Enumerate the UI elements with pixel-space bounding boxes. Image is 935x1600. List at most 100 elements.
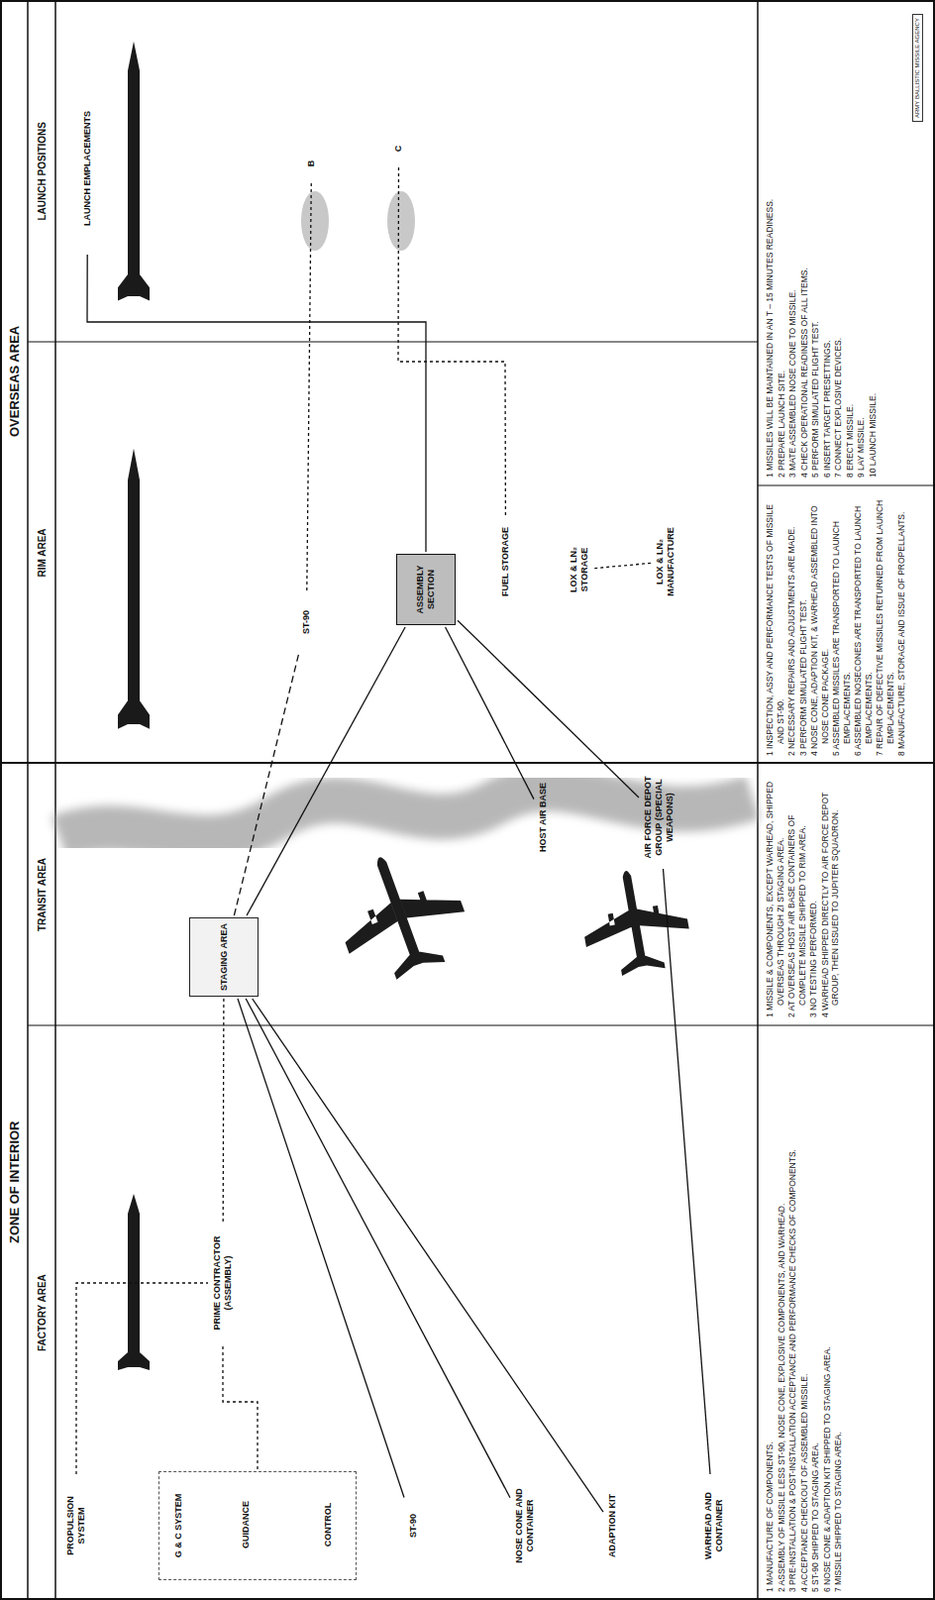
numbered-note: 9 LAY MISSILE.	[855, 180, 867, 478]
node-text: GUIDANCE	[240, 1482, 252, 1566]
numbered-note: 8 MANUFACTURE, STORAGE AND ISSUE OF PROP…	[896, 490, 908, 756]
missile-drawing	[117, 448, 150, 729]
node-text: HOST AIR BASE	[537, 775, 549, 859]
node-text: B	[306, 151, 317, 176]
flow-line	[246, 626, 406, 916]
numbered-note: 3 PRE-INSTALLATION & POST-INSTALLATION A…	[787, 1032, 799, 1592]
emplacement-letter: C	[391, 133, 407, 164]
numbered-note: 2 PREPARE LAUNCH SITE.	[776, 180, 788, 478]
component-label: ST-90	[406, 1475, 421, 1575]
emplacement-letter: B	[304, 148, 319, 179]
numbered-note: 2 AT OVERSEAS HOST AIR BASE CONTAINERS O…	[786, 769, 808, 1018]
facility-label: PRIME CONTRACTOR (ASSEMBLY)	[209, 1223, 236, 1343]
node-text: CONTROL	[322, 1482, 334, 1566]
missile-drawing	[117, 41, 150, 302]
numbered-note: 4 NOSE CONE, ADAPTION KIT, & WARHEAD ASS…	[809, 490, 831, 756]
component-label: NOSE CONE AND CONTAINER	[512, 1475, 538, 1575]
node-text: G & C SYSTEM	[173, 1474, 185, 1576]
facility-label: LOX & LN₂ STORAGE	[566, 524, 593, 615]
numbered-note: 5 ST-90 SHIPPED TO STAGING AREA.	[810, 1032, 822, 1592]
facility-label: LOX & LN₂ MANUFACTURE	[652, 512, 679, 612]
numbered-note: 1 MISSILES WILL BE MAINTAINED IN AN T – …	[764, 180, 776, 478]
note-column: 1 MISSILES WILL BE MAINTAINED IN AN T – …	[764, 180, 879, 478]
numbered-note: 6 NOSE CONE & ADAPTION KIT SHIPPED TO ST…	[822, 1032, 833, 1592]
area-heading: RIM AREA	[36, 527, 48, 577]
facility-label: LAUNCH EMPLACEMENTS	[80, 84, 96, 253]
facility-label: ST-90	[299, 592, 314, 652]
numbered-note: 7 CONNECT EXPLOSIVE DEVICES.	[832, 180, 844, 478]
node-text: ST-90	[408, 1478, 419, 1572]
component-label: ADAPTION KIT	[605, 1475, 621, 1575]
node-text: WARHEAD AND CONTAINER	[703, 1478, 726, 1572]
node-text: ADAPTION KIT	[607, 1478, 619, 1572]
numbered-note: 4 ACCEPTANCE CHECKOUT OF ASSEMBLED MISSI…	[799, 1032, 811, 1592]
flow-line	[252, 998, 604, 1512]
numbered-note: 10 LAUNCH MISSILE.	[867, 180, 879, 478]
component-label: GUIDANCE	[238, 1479, 254, 1569]
system-group-box: G & C SYSTEM GUIDANCE CONTROL	[158, 1470, 357, 1580]
area-heading: OVERSEAS AREA	[6, 325, 22, 437]
emplacement-site	[387, 191, 416, 251]
flow-line	[445, 626, 534, 800]
numbered-note: 6 ASSEMBLED NOSECONES ARE TRANSPORTED TO…	[852, 490, 874, 756]
flow-line	[76, 1282, 208, 1474]
numbered-note: 7 REPAIR OF DEFECTIVE MISSILES RETURNED …	[874, 490, 896, 756]
facility-label: AIR FORCE DEPOT GROUP (SPECIAL WEAPONS)	[640, 767, 678, 867]
node-text: PROPULSION SYSTEM	[65, 1478, 88, 1572]
numbered-note: 1 INSPECTION, ASSY AND PERFORMANCE TESTS…	[764, 490, 786, 756]
node-text: LAUNCH EMPLACEMENTS	[82, 87, 94, 250]
zone-divider	[0, 761, 935, 764]
numbered-note: 1 MISSILE & COMPONENTS, EXCEPT WARHEAD, …	[764, 769, 786, 1018]
flow-line	[594, 562, 651, 568]
flow-line	[237, 998, 405, 1498]
numbered-note: 5 PERFORM SIMULATED FLIGHT TEST.	[810, 180, 822, 478]
node-text: ST-90	[301, 595, 312, 649]
node-text: NOSE CONE AND CONTAINER	[514, 1478, 536, 1572]
grid-lines	[27, 0, 758, 1600]
facility-label: HOST AIR BASE	[535, 772, 551, 862]
numbered-note: 3 PERFORM SIMULATED FLIGHT TEST.	[798, 490, 810, 756]
numbered-note: 4 WARHEAD SHIPPED DIRECTLY TO AIR FORCE …	[820, 769, 841, 1018]
numbered-note: 3 NO TESTING PERFORMED.	[808, 769, 820, 1018]
node-text: FUEL STORAGE	[500, 519, 512, 604]
node-text: ASSEMBLY SECTION	[415, 557, 437, 622]
assembly-box: ASSEMBLY SECTION	[396, 553, 456, 625]
numbered-note: 4 CHECK OPERATIONAL READINESS OF ALL ITE…	[799, 180, 811, 478]
area-heading: TRANSIT AREA	[36, 857, 48, 932]
numbered-note: 1 MANUFACTURE OF COMPONENTS.	[764, 1032, 776, 1592]
flow-line	[663, 868, 712, 1474]
flow-line	[222, 1344, 258, 1469]
airplane-icon	[574, 861, 696, 981]
flow-line	[222, 998, 225, 1222]
node-text: AIR FORCE DEPOT GROUP (SPECIAL WEAPONS)	[642, 770, 676, 864]
flow-line	[398, 165, 506, 516]
node-text: LOX & LN₂ MANUFACTURE	[654, 515, 677, 609]
missile-drawing	[117, 1193, 150, 1370]
numbered-note: 8 ERECT MISSILE.	[844, 180, 856, 478]
node-text: STAGING AREA	[218, 921, 230, 993]
airplane-icon	[321, 835, 479, 992]
component-label: PROPULSION SYSTEM	[63, 1475, 90, 1575]
numbered-note: 3 MATE ASSEMBLED NOSE CONE TO MISSILE.	[787, 180, 799, 478]
area-heading: FACTORY AREA	[36, 1273, 48, 1351]
flow-line	[457, 620, 639, 798]
note-column: 1 INSPECTION, ASSY AND PERFORMANCE TESTS…	[764, 490, 909, 756]
emplacement-site	[301, 191, 329, 251]
numbered-note: 5 ASSEMBLED MISSILES ARE TRANSPORTED TO …	[831, 490, 852, 756]
flow-line	[307, 180, 312, 591]
numbered-note: 2 ASSEMBLY OF MISSILE LESS ST-90, NOSE C…	[776, 1032, 788, 1592]
flow-line	[233, 653, 299, 916]
numbered-note: 2 NECESSARY REPAIRS AND ADJUSTMENTS ARE …	[786, 490, 798, 756]
node-text: PRIME CONTRACTOR (ASSEMBLY)	[211, 1226, 234, 1340]
flow-line	[87, 254, 426, 552]
agency-stamp: ARMY BALLISTIC MISSILE AGENCY	[912, 13, 924, 122]
component-label: WARHEAD AND CONTAINER	[701, 1475, 728, 1575]
note-column: 1 MANUFACTURE OF COMPONENTS.2 ASSEMBLY O…	[764, 1032, 845, 1592]
facility-label: FUEL STORAGE	[498, 517, 514, 607]
area-heading: LAUNCH POSITIONS	[36, 121, 48, 220]
node-text: C	[393, 136, 405, 161]
flow-line	[245, 998, 511, 1498]
component-label: CONTROL	[320, 1479, 336, 1569]
